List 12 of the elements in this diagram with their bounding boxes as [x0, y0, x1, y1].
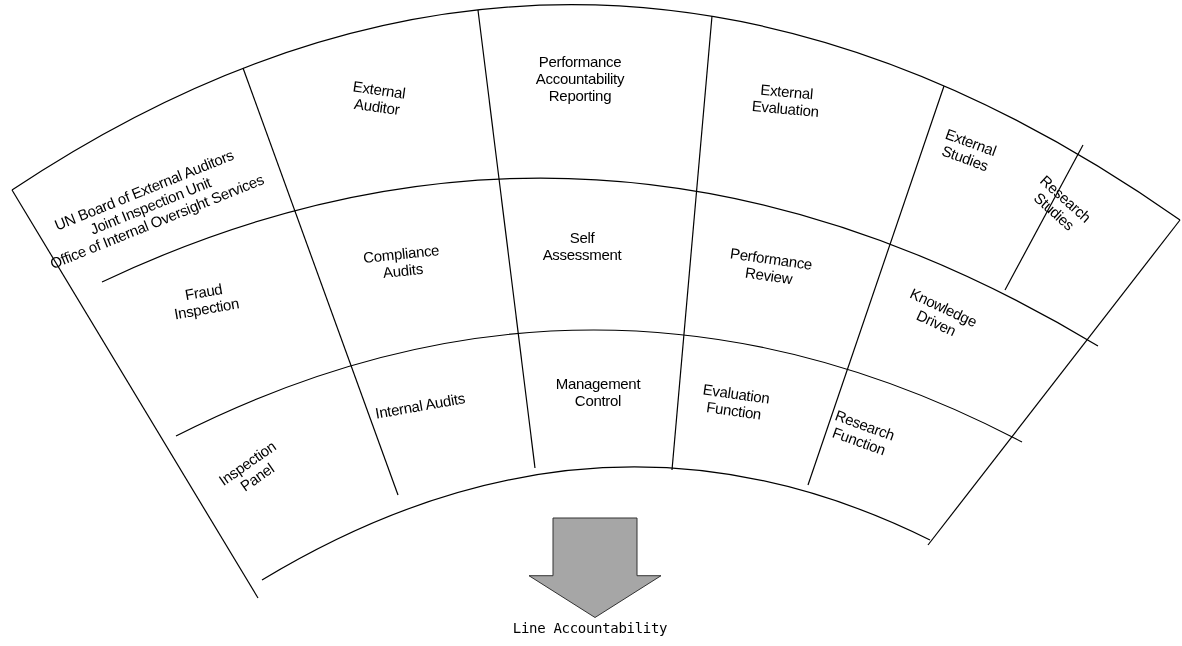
segment-label: Internal Audits: [369, 387, 471, 423]
segment-label: Performance Accountability Reporting: [525, 52, 635, 104]
segment-label: Compliance Audits: [350, 239, 454, 285]
segment-label: External Auditor: [326, 74, 430, 122]
segment-label: Performance Review: [718, 243, 822, 291]
segment-label: Self Assessment: [532, 229, 632, 263]
segment-label: External Evaluation: [734, 78, 838, 122]
segment-label: Fraud Inspection: [152, 274, 258, 326]
segment-label: Management Control: [548, 375, 648, 409]
caption-text: Line Accountability: [490, 619, 690, 637]
segment-label: Evaluation Function: [683, 378, 787, 426]
block-arrow: [528, 517, 662, 618]
